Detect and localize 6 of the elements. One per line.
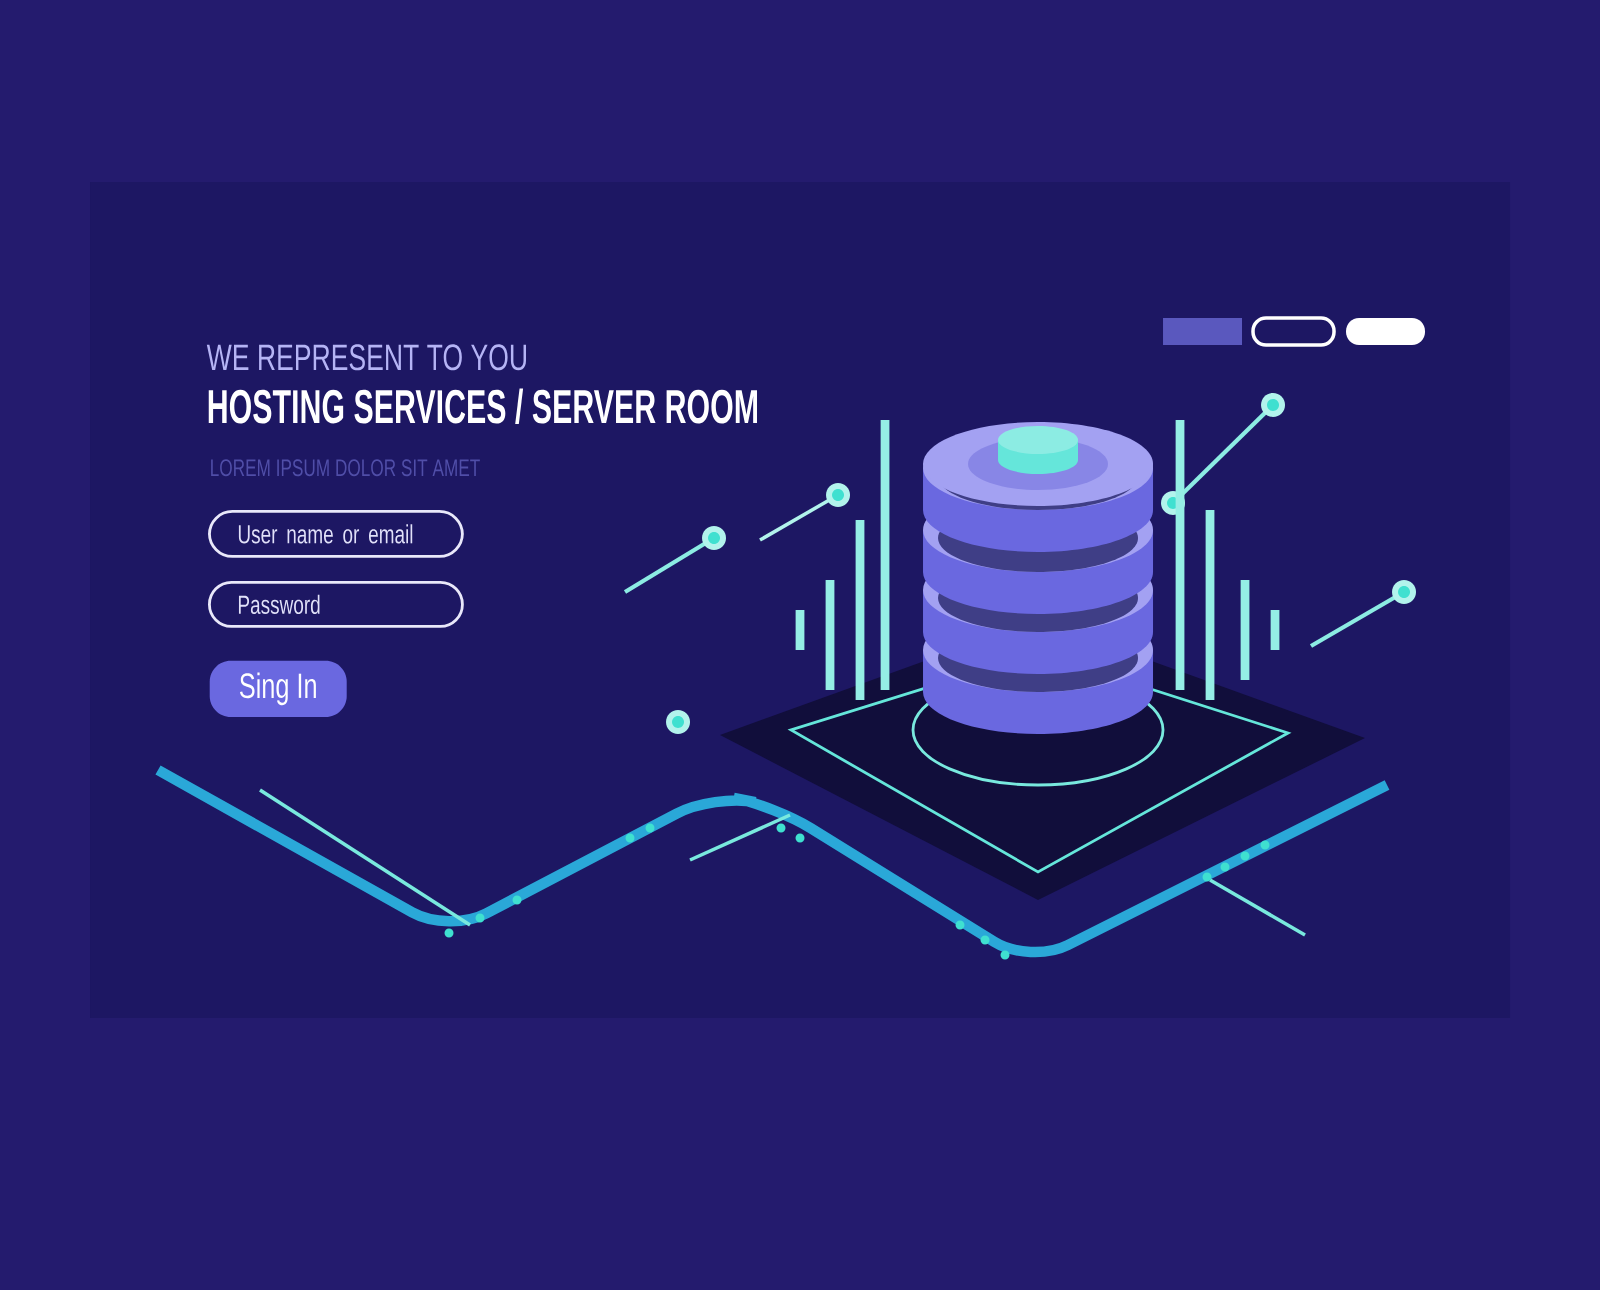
heading: HOSTING SERVICES / SERVER ROOM xyxy=(208,388,757,424)
input-field: User name or email xyxy=(208,510,464,558)
tagline: LOREM IPSUM DOLOR SIT AMET xyxy=(211,459,480,477)
input-field: Password xyxy=(208,581,464,628)
sign-in-button: Sing In xyxy=(209,660,347,717)
subtitle: WE REPRESENT TO YOU xyxy=(206,344,526,371)
